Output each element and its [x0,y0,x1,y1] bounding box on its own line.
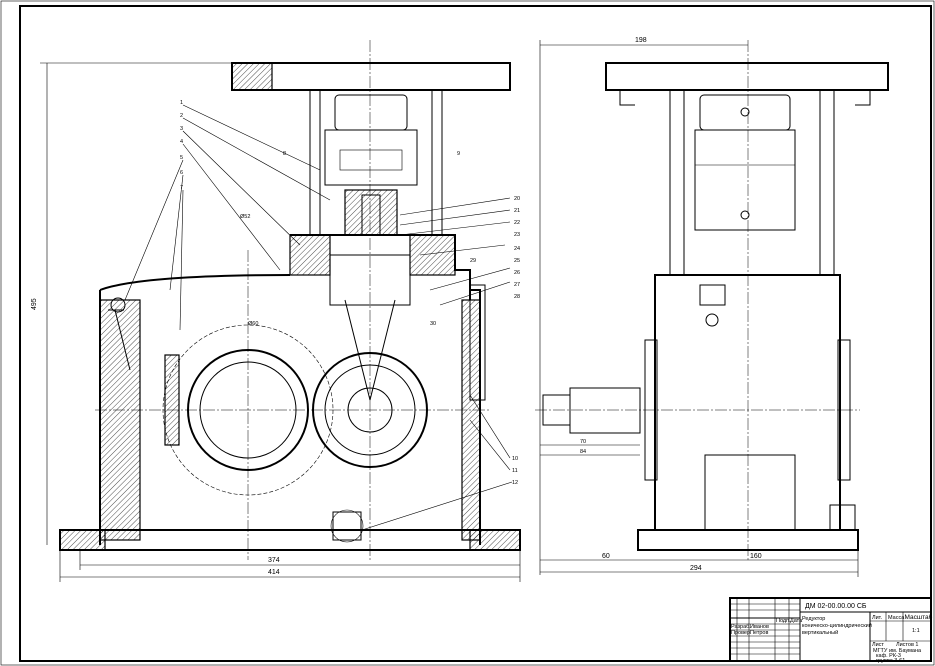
svg-text:группа 3-61: группа 3-61 [876,658,905,664]
svg-text:Подп.: Подп. [776,618,791,624]
svg-text:30: 30 [430,321,436,327]
svg-text:21: 21 [514,208,520,214]
coupling-side-upper [699,94,791,131]
svg-text:1: 1 [180,100,183,106]
title-line-1: Редуктор [802,616,825,622]
svg-text:11: 11 [512,468,518,474]
dim-diameter-b: Ø60 [248,321,258,327]
dim-width-inner: 374 [268,557,280,564]
svg-text:8: 8 [283,151,286,157]
svg-text:25: 25 [514,258,520,264]
housing-window [704,454,796,531]
coupling-body [324,129,418,186]
housing-wall-left [99,299,141,541]
svg-text:Иванов: Иванов [750,624,769,630]
title-line-2: коническо-цилиндрический [802,622,872,629]
breather [699,284,726,306]
scale-value: 1:1 [912,628,920,634]
svg-text:27: 27 [514,282,520,288]
svg-text:22: 22 [514,220,520,226]
housing-wall-right [461,299,481,541]
svg-text:28: 28 [514,294,520,300]
svg-text:4: 4 [180,139,183,145]
dim-total: 294 [690,565,702,572]
svg-text:20: 20 [514,196,520,202]
svg-text:Разраб.: Разраб. [731,624,751,630]
svg-text:МГТУ им. Баумана: МГТУ им. Баумана [873,648,922,654]
callouts-right: 20 21 22 23 24 25 26 27 28 29 30 [399,196,520,327]
top-flange-side [605,62,889,91]
svg-text:12: 12 [512,480,518,486]
front-view-dimensions: 495 374 414 Ø52 Ø60 [31,62,521,582]
housing-side [654,274,841,531]
bevel-gear-block [329,254,411,306]
drawing-frame [19,5,932,662]
svg-text:29: 29 [470,258,476,264]
svg-text:Лист: Лист [872,642,884,648]
coupling-upper [334,94,408,131]
callouts-bottom: 10 11 12 [361,394,518,531]
dim-base-left: 60 [602,553,610,560]
dim-width-outer: 414 [268,569,280,576]
svg-text:9: 9 [457,151,460,157]
svg-text:10: 10 [512,456,518,462]
doc-number: ДМ 02-00.00.00 СБ [805,603,867,610]
svg-text:24: 24 [514,246,520,252]
dim-shaft-2: 84 [580,449,586,455]
svg-text:6: 6 [180,170,183,176]
svg-text:5: 5 [180,155,183,161]
dim-top-width: 198 [635,37,647,44]
input-shaft [569,387,641,434]
inspection-cover [469,284,486,401]
drain-plug [332,511,362,541]
svg-text:Провер.: Провер. [731,630,752,636]
svg-text:каф. РК-3: каф. РК-3 [876,653,901,659]
coupling-side [694,129,796,231]
svg-text:Листов 1: Листов 1 [896,642,918,648]
svg-text:Петров: Петров [750,630,768,636]
top-flange [231,62,511,91]
title-line-3: вертикальный [802,629,838,636]
dipstick [108,309,131,371]
col-scale: Масштаб [905,613,933,621]
dim-shaft-1: 70 [580,439,586,445]
bearing-housing [344,189,398,236]
svg-text:23: 23 [514,232,520,238]
front-section-view [59,40,521,560]
svg-text:26: 26 [514,270,520,276]
callouts-left: 1 2 3 4 5 6 7 8 9 [124,100,460,331]
svg-text:Дата: Дата [790,618,803,624]
svg-text:2: 2 [180,113,183,119]
dim-height: 495 [31,298,38,310]
title-block: ДМ 02-00.00.00 СБ Редуктор коническо-цил… [729,597,933,664]
svg-text:7: 7 [180,185,183,191]
col-mass: Масса [888,615,905,621]
dim-base-right: 160 [750,553,762,560]
drain-plug-side [829,504,856,531]
col-lit: Лит. [872,615,883,621]
side-view-dimensions: 198 70 84 60 160 294 [539,37,859,577]
svg-text:3: 3 [180,126,183,132]
bolt-left [164,354,180,446]
dim-diameter-a: Ø52 [240,214,250,220]
side-view [535,40,889,560]
